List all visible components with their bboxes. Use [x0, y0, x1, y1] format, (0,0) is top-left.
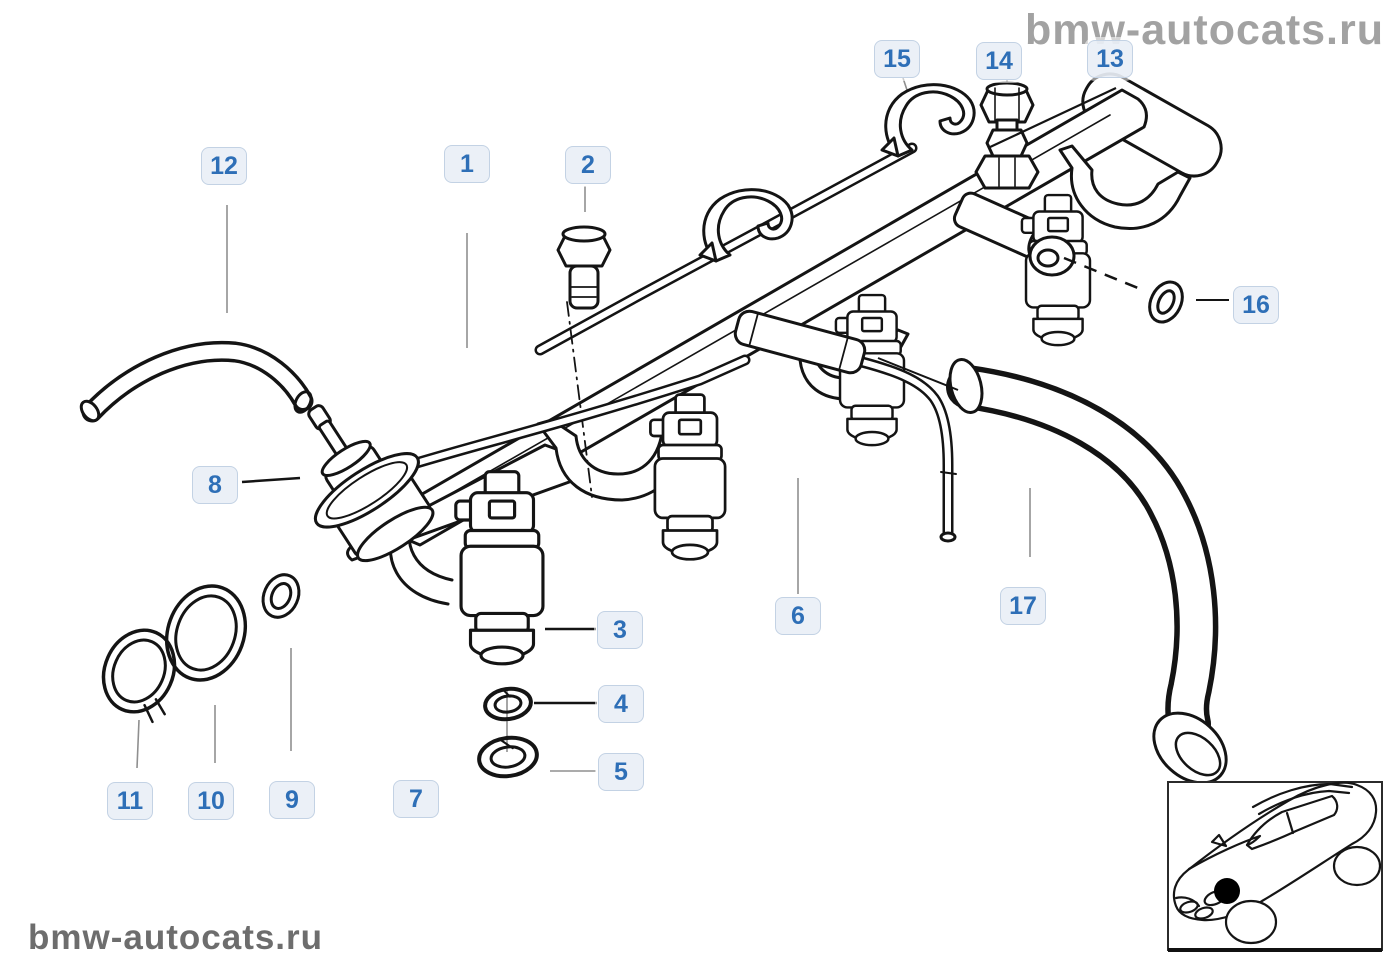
clip-15-drawing: [880, 83, 976, 158]
part-callout-16[interactable]: 16: [1233, 286, 1279, 324]
o-ring-10-drawing: [164, 584, 248, 682]
part-callout-1[interactable]: 1: [444, 145, 490, 183]
part-callout-4[interactable]: 4: [598, 685, 644, 723]
part-callout-8[interactable]: 8: [192, 466, 238, 504]
fuel-rail-drawing: [346, 72, 1223, 562]
bolt-drawing: [556, 225, 612, 310]
o-ring-9-drawing: [261, 573, 301, 619]
part-callout-3[interactable]: 3: [597, 611, 643, 649]
part-callout-15[interactable]: 15: [874, 40, 920, 78]
vent-pipe-drawing: [394, 354, 957, 543]
part-callout-12[interactable]: 12: [201, 147, 247, 185]
part-callout-9[interactable]: 9: [269, 781, 315, 819]
upper-pipe-drawing: [534, 142, 918, 356]
o-ring-16-drawing: [1148, 280, 1184, 324]
vehicle-location-thumbnail: [1167, 781, 1383, 952]
part-callout-10[interactable]: 10: [188, 782, 234, 820]
part-callout-17[interactable]: 17: [1000, 587, 1046, 625]
fuel-injector-drawing: [649, 393, 727, 561]
leader-lines-black: [241, 87, 1229, 705]
part-callout-11[interactable]: 11: [107, 782, 153, 820]
snap-ring-11-drawing: [101, 628, 177, 724]
seal-ring-5-drawing: [477, 735, 539, 779]
watermark-bottom-left: bmw-autocats.ru: [28, 918, 324, 957]
fuel-injector-drawing: [454, 470, 545, 666]
pipe-sleeve-drawing: [733, 309, 867, 375]
injector-inlet-cup-drawing: [1028, 235, 1076, 277]
part-callout-7[interactable]: 7: [393, 780, 439, 818]
part-callout-14[interactable]: 14: [976, 42, 1022, 80]
part-callout-6[interactable]: 6: [775, 597, 821, 635]
return-hose-drawing: [946, 358, 1228, 785]
pressure-regulator-drawing: [307, 404, 435, 563]
part-callout-2[interactable]: 2: [565, 146, 611, 184]
part-location-dot: [1214, 878, 1240, 904]
part-callout-13[interactable]: 13: [1087, 40, 1133, 78]
clip-mid-drawing: [698, 188, 794, 263]
valve-fitting-drawing: [974, 81, 1040, 190]
seal-ring-4-drawing: [483, 686, 533, 722]
watermark-top-right: bmw-autocats.ru: [1024, 6, 1384, 54]
vacuum-hose-drawing: [79, 340, 314, 423]
bolt-axis-line: [566, 301, 593, 498]
part-callout-5[interactable]: 5: [598, 753, 644, 791]
